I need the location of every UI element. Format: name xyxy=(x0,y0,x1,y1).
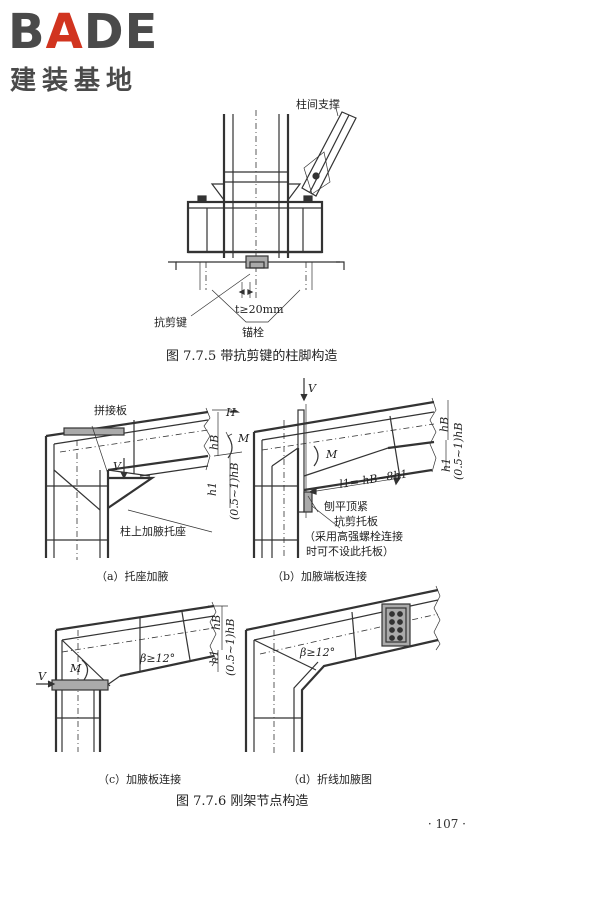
planed-label: 刨平顶紧 xyxy=(324,499,368,513)
h1-label-c: h1 xyxy=(208,650,221,664)
shear-key-label: 抗剪键 xyxy=(154,315,187,329)
ratio-label: (0.5~1)hB xyxy=(228,463,241,520)
figure-b-drawing: V M hB h1 (0.5~1)hB l1= hB~8h1 刨平顶紧 抗剪托板… xyxy=(252,378,465,558)
v-force-label-c: V xyxy=(38,670,47,683)
h1-label-b: h1 xyxy=(440,458,453,472)
length-label-b: l1= hB~8h1 xyxy=(338,467,408,491)
figure-c-drawing: V M β≥12° hB h1 (0.5~1)hB xyxy=(36,601,237,752)
hb-label: hB xyxy=(208,435,221,450)
figure-c-caption: （c）加腋板连接 xyxy=(98,773,182,786)
ratio-label-b: (0.5~1)hB xyxy=(452,423,465,480)
thickness-dimension: t≥20mm xyxy=(235,303,284,316)
figure-d-caption: （d）折线加腋图 xyxy=(288,773,373,786)
splice-plate-label: 拼接板 xyxy=(94,403,127,417)
figure-a-drawing: 拼接板 H M V hB h1 (0.5~1)hB 柱上加腋托座 xyxy=(44,403,250,560)
hb-label-c: hB xyxy=(210,615,223,630)
figure-7-7-5-caption: 图 7.7.5 带抗剪键的柱脚构造 xyxy=(166,349,338,364)
ratio-label-c: (0.5~1)hB xyxy=(224,619,237,676)
h-force-label: H xyxy=(225,406,236,419)
bracket-label: 柱上加腋托座 xyxy=(120,524,186,538)
m-moment-label: M xyxy=(237,432,250,445)
figure-b-caption: （b）加腋端板连接 xyxy=(272,570,368,583)
figure-7-7-5-drawing: 柱间支撑 t≥20mm 抗剪键 锚栓 xyxy=(154,97,357,339)
note-line-2: 时可不设此托板） xyxy=(306,544,394,558)
note-line-1: （采用高强螺栓连接 xyxy=(304,529,403,543)
beta-label-d: β≥12° xyxy=(299,646,335,659)
figure-7-7-6-caption: 图 7.7.6 刚架节点构造 xyxy=(176,794,309,809)
m-moment-label-c: M xyxy=(69,662,82,675)
page-number: · 107 · xyxy=(427,817,466,831)
beta-label-c: β≥12° xyxy=(139,652,175,665)
m-moment-label-b: M xyxy=(325,448,338,461)
v-force-label-b: V xyxy=(308,382,317,395)
brace-label: 柱间支撑 xyxy=(296,97,340,111)
figure-d-drawing: β≥12° xyxy=(244,585,441,756)
anchor-bolt-label: 锚栓 xyxy=(242,325,264,339)
bade-logo: BADE 建装基地 xyxy=(6,4,196,96)
h1-label: h1 xyxy=(206,482,219,496)
v-force-label: V xyxy=(113,460,122,473)
hb-label-b: hB xyxy=(438,417,451,432)
shear-bracket-label: 抗剪托板 xyxy=(334,514,378,528)
logo-subtitle: 建装基地 xyxy=(10,66,139,96)
figure-a-caption: （a）托座加腋 xyxy=(96,570,169,583)
logo-wordmark: BADE xyxy=(8,4,159,60)
